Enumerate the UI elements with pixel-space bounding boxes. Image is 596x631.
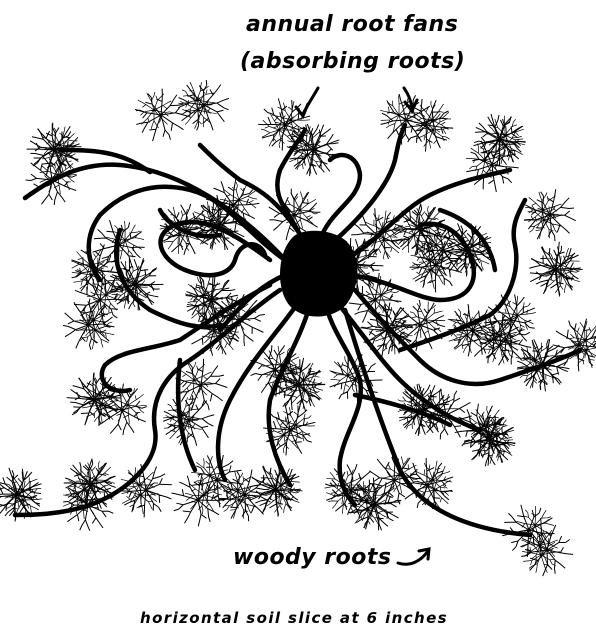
root-fan-icon [544,309,596,379]
woody-root [330,125,405,245]
woody-root [25,165,290,265]
root-fan-icon [454,404,525,475]
arrow-icon [296,88,318,116]
root-fan-icon [158,390,218,450]
root-fan-icon [517,183,582,248]
woody-root [350,224,474,300]
root-fan-icon [0,459,51,528]
root-fan-icon [490,289,542,341]
root-fan-icon [477,286,544,353]
absorbing-roots-label: (absorbing roots) [240,49,465,74]
root-fan-icon [171,75,223,127]
root-fan-icon [99,215,150,266]
woody-roots-label: woody roots [233,545,392,570]
caption: horizontal soil slice at 6 inches [140,609,448,627]
woody-root [325,300,361,505]
root-fan-icon [70,305,121,356]
root-fan-icon [250,89,320,159]
root-fan-icon [0,474,48,525]
arrow-icon [398,549,429,564]
annual-root-fans-label: annual root fans [246,12,458,37]
taproot-icon [280,231,357,317]
woody-root [320,155,360,240]
root-fan-icon [464,104,534,174]
root-fan-icon [254,394,325,465]
root-fan-icon [320,344,392,416]
root-fan-icon [512,346,560,394]
root-fan-icon [22,151,80,209]
root-fan-icon [507,329,579,401]
